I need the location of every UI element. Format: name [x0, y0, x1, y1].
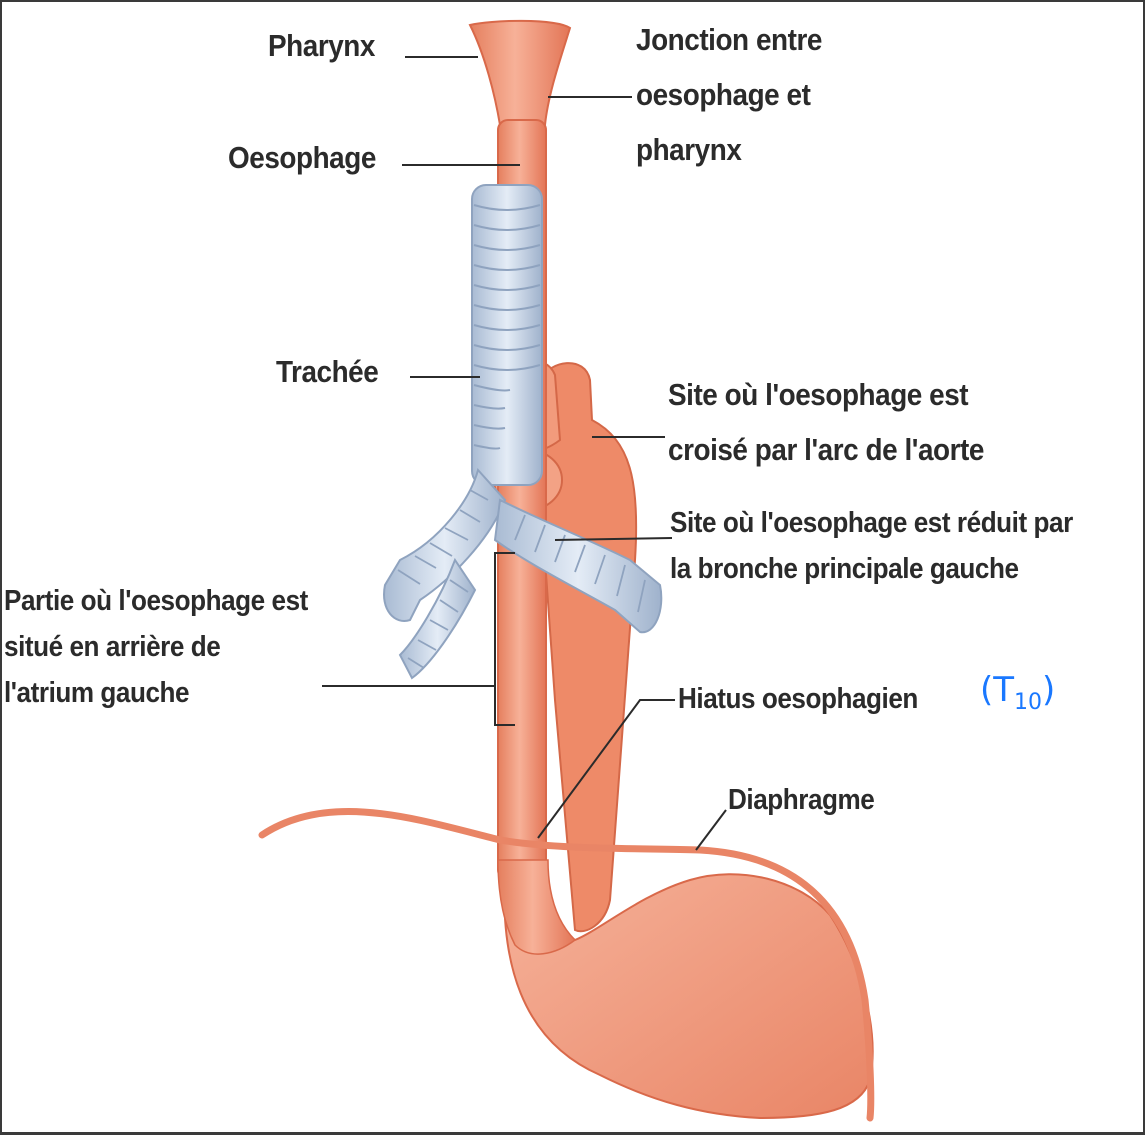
- leader-lines: [322, 56, 727, 851]
- label-site-bronche-line2: la bronche principale gauche: [670, 553, 1019, 585]
- label-partie-atrium-line2: situé en arrière de: [4, 631, 221, 663]
- right-bronchus-shape: [383, 467, 507, 622]
- trachea-rings: [473, 204, 541, 450]
- label-pharynx: Pharynx: [268, 28, 375, 63]
- label-jonction-line1: Jonction entre: [636, 22, 822, 57]
- annotation-prefix: (T: [980, 670, 1015, 710]
- right-bronchus-branch: [398, 557, 477, 680]
- label-site-aorte-line2: croisé par l'arc de l'aorte: [668, 432, 984, 467]
- atrium-bracket: [494, 552, 515, 726]
- label-site-bronche-line1: Site où l'oesophage est réduit par: [670, 507, 1073, 539]
- annotation-suffix: ): [1042, 670, 1056, 710]
- label-hiatus: Hiatus oesophagien: [678, 683, 918, 715]
- oesophagus-stomach-junction: [497, 859, 577, 955]
- trachea-shape: [471, 184, 543, 486]
- label-site-aorte-line1: Site où l'oesophage est: [668, 377, 969, 412]
- hiatus-leader: [537, 699, 675, 839]
- label-oesophage: Oesophage: [228, 140, 376, 175]
- pharynx-shape: [468, 19, 572, 126]
- label-site-bronche: Site où l'oesophage est réduit par la br…: [670, 500, 1073, 592]
- label-trachee: Trachée: [276, 354, 379, 389]
- label-diaphragme: Diaphragme: [728, 784, 875, 816]
- bronchus-rings: [397, 489, 646, 669]
- label-partie-atrium-line1: Partie où l'oesophage est: [4, 585, 308, 617]
- label-jonction-line2: oesophage et: [636, 77, 811, 112]
- label-partie-atrium-line3: l'atrium gauche: [4, 677, 190, 709]
- annotation-sub: 10: [1014, 689, 1043, 715]
- diaphragm-shape: [258, 808, 875, 1122]
- diaphragme-leader: [695, 809, 727, 851]
- label-jonction-line3: pharynx: [636, 132, 742, 167]
- label-partie-atrium: Partie où l'oesophage est situé en arriè…: [4, 578, 308, 716]
- label-site-aorte: Site où l'oesophage est croisé par l'arc…: [668, 367, 984, 477]
- aorta-shape: [533, 362, 638, 933]
- handwritten-annotation: (T10): [980, 670, 1055, 715]
- bronche-leader: [554, 537, 673, 541]
- label-jonction: Jonction entre oesophage et pharynx: [636, 12, 822, 177]
